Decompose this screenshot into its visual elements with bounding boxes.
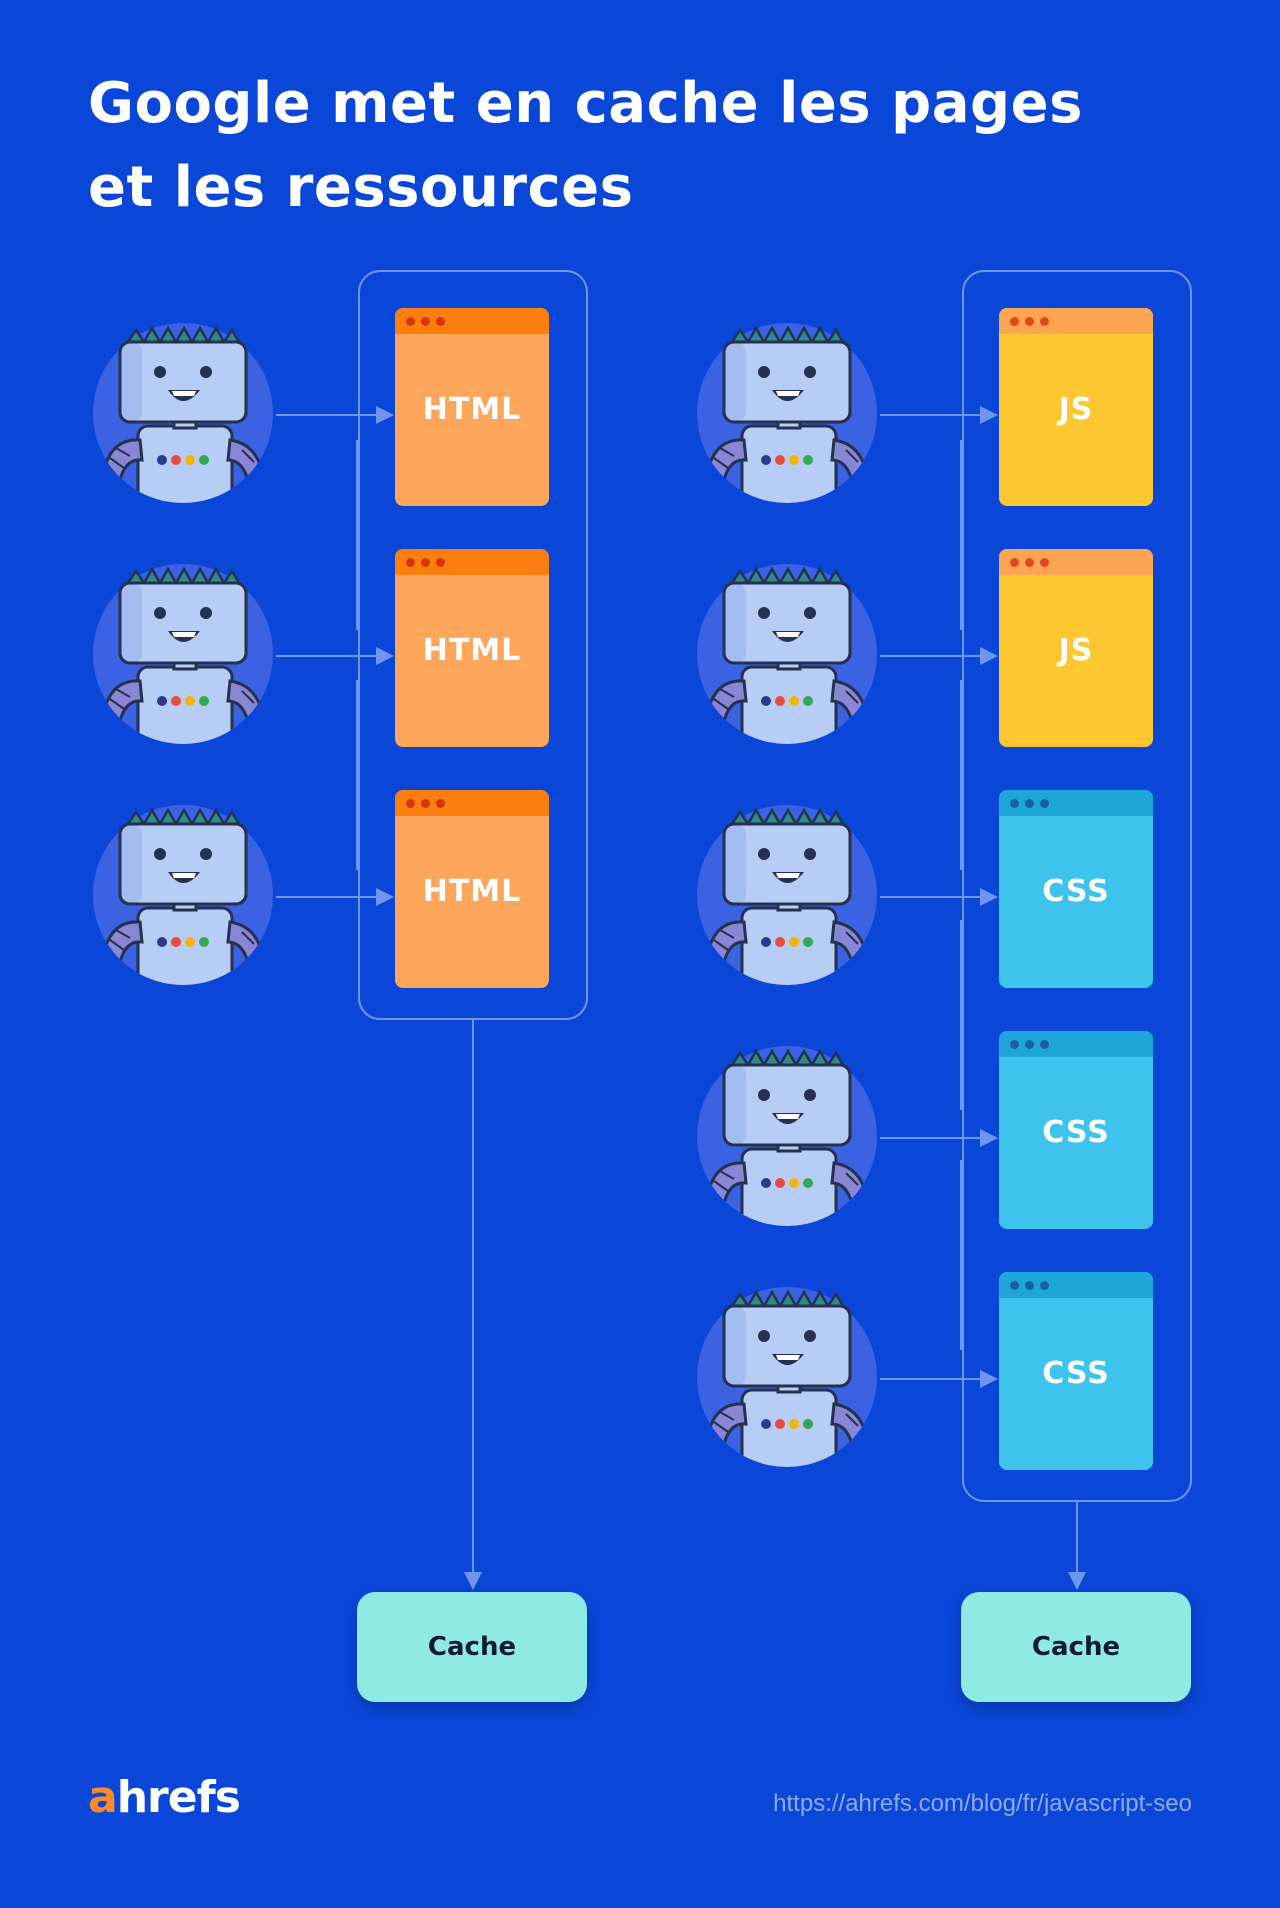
arrow-line bbox=[880, 1137, 982, 1139]
connector-line bbox=[356, 440, 358, 630]
title-line-2: et les ressources bbox=[88, 155, 634, 220]
js-file-icon: JS bbox=[999, 549, 1153, 747]
html-file-icon: HTML bbox=[395, 549, 549, 747]
html-file-icon: HTML bbox=[395, 790, 549, 988]
arrow-head bbox=[980, 1370, 998, 1388]
connector-line bbox=[960, 1160, 962, 1350]
arrow-head bbox=[980, 888, 998, 906]
source-url: https://ahrefs.com/blog/fr/javascript-se… bbox=[773, 1790, 1192, 1817]
connector-line bbox=[960, 440, 962, 630]
arrow-line bbox=[880, 655, 982, 657]
arrow-head bbox=[980, 1129, 998, 1147]
file-label: JS bbox=[1058, 392, 1094, 427]
googlebot-robot-icon bbox=[694, 802, 880, 988]
css-file-icon: CSS bbox=[999, 1272, 1153, 1470]
connector-line bbox=[960, 920, 962, 1110]
file-label: JS bbox=[1058, 633, 1094, 668]
googlebot-robot-icon bbox=[694, 1284, 880, 1470]
arrow-line bbox=[276, 655, 378, 657]
arrow-line bbox=[276, 896, 378, 898]
arrow-line bbox=[880, 896, 982, 898]
file-label: HTML bbox=[422, 392, 522, 427]
title-line-1: Google met en cache les pages bbox=[88, 71, 1083, 136]
googlebot-robot-icon bbox=[694, 1043, 880, 1229]
arrow-head bbox=[980, 406, 998, 424]
css-file-icon: CSS bbox=[999, 790, 1153, 988]
connector-line bbox=[356, 680, 358, 870]
file-label: CSS bbox=[1042, 1115, 1110, 1150]
page-title: Google met en cache les pages et les res… bbox=[88, 62, 1208, 230]
down-arrow-head bbox=[464, 1572, 482, 1590]
down-arrow-line bbox=[1076, 1502, 1078, 1580]
html-group-box bbox=[358, 270, 588, 1020]
down-arrow-line bbox=[472, 1020, 474, 1580]
file-label: CSS bbox=[1042, 1356, 1110, 1391]
cache-box-left: Cache bbox=[357, 1592, 587, 1702]
down-arrow-head bbox=[1068, 1572, 1086, 1590]
googlebot-robot-icon bbox=[90, 320, 276, 506]
arrow-head bbox=[980, 647, 998, 665]
resources-group-box bbox=[962, 270, 1192, 1502]
arrow-line bbox=[880, 414, 982, 416]
arrow-line bbox=[276, 414, 378, 416]
js-file-icon: JS bbox=[999, 308, 1153, 506]
html-file-icon: HTML bbox=[395, 308, 549, 506]
connector-line bbox=[960, 680, 962, 870]
cache-box-right: Cache bbox=[961, 1592, 1191, 1702]
file-label: HTML bbox=[422, 633, 522, 668]
file-label: CSS bbox=[1042, 874, 1110, 909]
arrow-head bbox=[376, 647, 394, 665]
arrow-line bbox=[880, 1378, 982, 1380]
googlebot-robot-icon bbox=[694, 320, 880, 506]
ahrefs-logo: ahrefs bbox=[88, 1772, 241, 1823]
googlebot-robot-icon bbox=[90, 561, 276, 747]
googlebot-robot-icon bbox=[90, 802, 276, 988]
arrow-head bbox=[376, 406, 394, 424]
googlebot-robot-icon bbox=[694, 561, 880, 747]
css-file-icon: CSS bbox=[999, 1031, 1153, 1229]
arrow-head bbox=[376, 888, 394, 906]
file-label: HTML bbox=[422, 874, 522, 909]
